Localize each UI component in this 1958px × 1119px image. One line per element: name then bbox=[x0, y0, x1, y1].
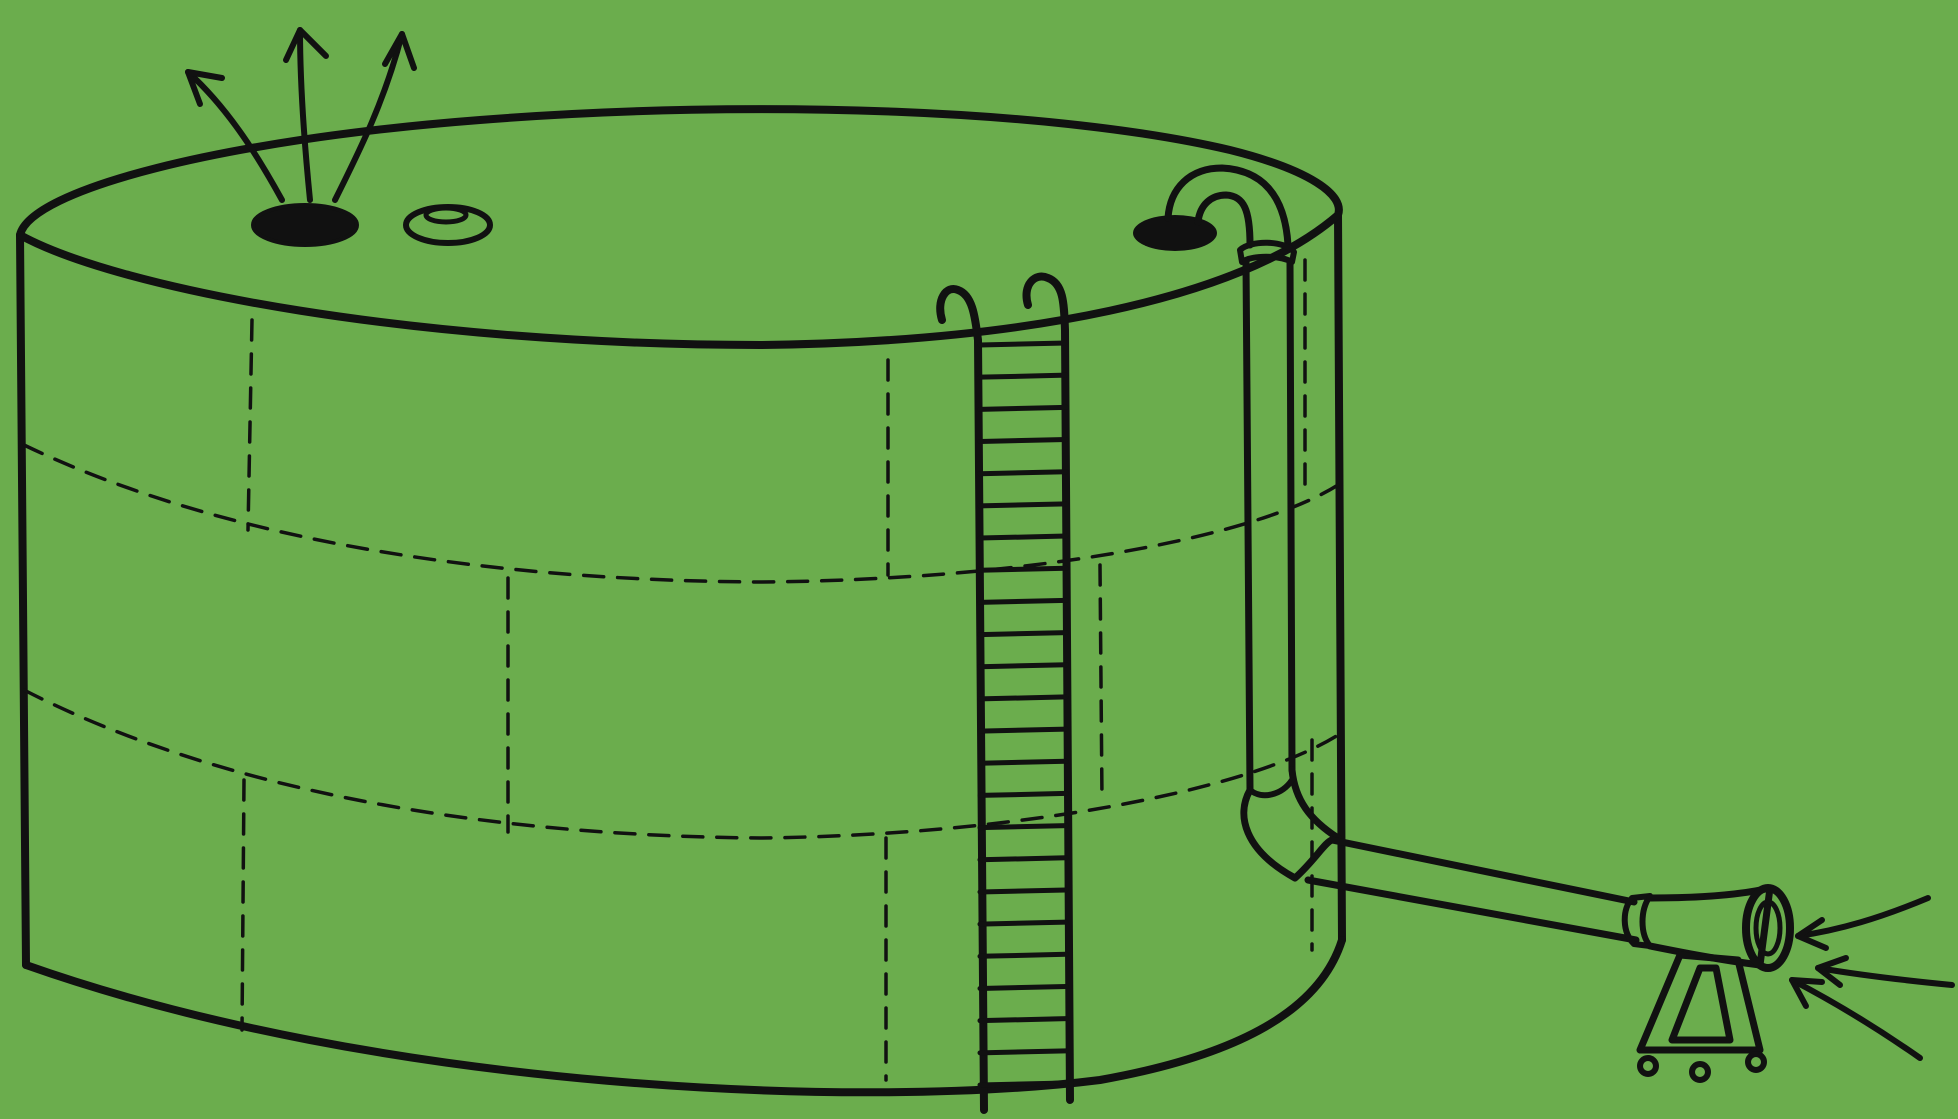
ladder-rung bbox=[980, 600, 1066, 602]
duct-roof-opening bbox=[1133, 215, 1217, 251]
ladder-rung bbox=[980, 729, 1066, 731]
tank-right-wall bbox=[1338, 215, 1342, 940]
ladder-rung bbox=[980, 1051, 1066, 1053]
ladder-rung bbox=[980, 665, 1066, 667]
ladder-rung bbox=[980, 343, 1066, 345]
ladder-rung bbox=[980, 793, 1066, 795]
ladder-rung bbox=[980, 472, 1066, 474]
ladder-rung bbox=[980, 375, 1066, 377]
ladder-rung bbox=[980, 633, 1066, 635]
ladder-rung bbox=[980, 761, 1066, 763]
ladder-rung bbox=[980, 407, 1066, 409]
ladder-rung bbox=[980, 986, 1066, 988]
ladder-rung bbox=[980, 697, 1066, 699]
ladder-rung bbox=[980, 504, 1066, 506]
ladder-rung bbox=[980, 826, 1066, 828]
ladder-rung bbox=[980, 1019, 1066, 1021]
ladder-rung bbox=[980, 1083, 1066, 1085]
vent-opening bbox=[253, 205, 357, 245]
ladder-rung bbox=[980, 922, 1066, 924]
ladder-rung bbox=[980, 568, 1066, 570]
ladder-rung bbox=[980, 890, 1066, 892]
ladder-rung bbox=[980, 440, 1066, 442]
ladder-rung bbox=[980, 858, 1066, 860]
ladder-rung bbox=[980, 954, 1066, 956]
ladder-rung bbox=[980, 536, 1066, 538]
